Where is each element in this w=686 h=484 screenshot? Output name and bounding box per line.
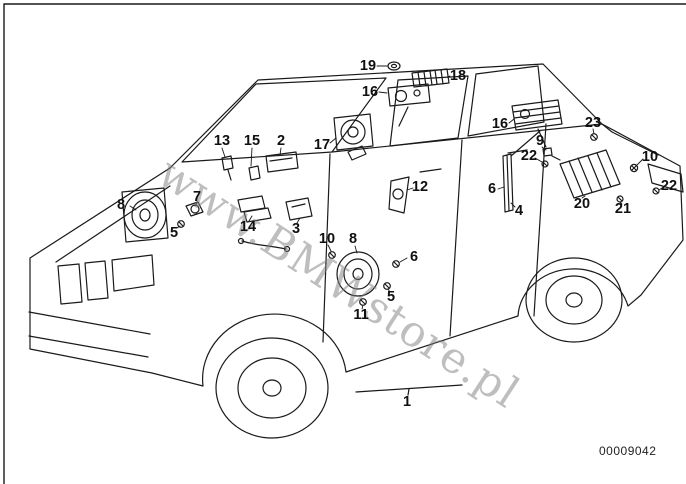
callout-12: 12 <box>411 179 429 195</box>
doc-number: 00009042 <box>599 444 657 458</box>
amplifier-parts <box>502 130 660 213</box>
callout-20: 20 <box>573 196 591 212</box>
callout-1: 1 <box>402 394 412 410</box>
callout-6: 6 <box>409 249 419 265</box>
callout-21: 21 <box>614 201 632 217</box>
callout-17: 17 <box>313 137 331 153</box>
callout-22: 22 <box>520 148 538 164</box>
callout-9: 9 <box>535 133 545 149</box>
callout-8: 8 <box>116 197 126 213</box>
leader-lines <box>129 65 663 310</box>
callout-8: 8 <box>348 231 358 247</box>
rear-wheel <box>525 257 623 343</box>
pointer-item-1 <box>355 384 463 396</box>
speaker-parts <box>121 113 410 306</box>
callout-7: 7 <box>192 189 202 205</box>
car-body <box>28 63 684 387</box>
callout-5: 5 <box>169 225 179 241</box>
callout-15: 15 <box>243 133 261 149</box>
callout-19: 19 <box>359 58 377 74</box>
callout-22: 22 <box>660 178 678 194</box>
callout-10: 10 <box>318 231 336 247</box>
callout-2: 2 <box>276 133 286 149</box>
callout-16: 16 <box>361 84 379 100</box>
callout-11: 11 <box>353 307 369 323</box>
callout-23: 23 <box>584 115 602 131</box>
callout-4: 4 <box>514 203 524 219</box>
callout-10: 10 <box>641 149 659 165</box>
callout-6: 6 <box>487 181 497 197</box>
front-wheel <box>215 337 329 439</box>
callout-5: 5 <box>386 289 396 305</box>
callout-14: 14 <box>239 219 257 235</box>
callout-18: 18 <box>449 68 467 84</box>
callout-13: 13 <box>213 133 231 149</box>
callout-16: 16 <box>491 116 509 132</box>
frame-border <box>3 3 686 484</box>
callout-3: 3 <box>291 221 301 237</box>
